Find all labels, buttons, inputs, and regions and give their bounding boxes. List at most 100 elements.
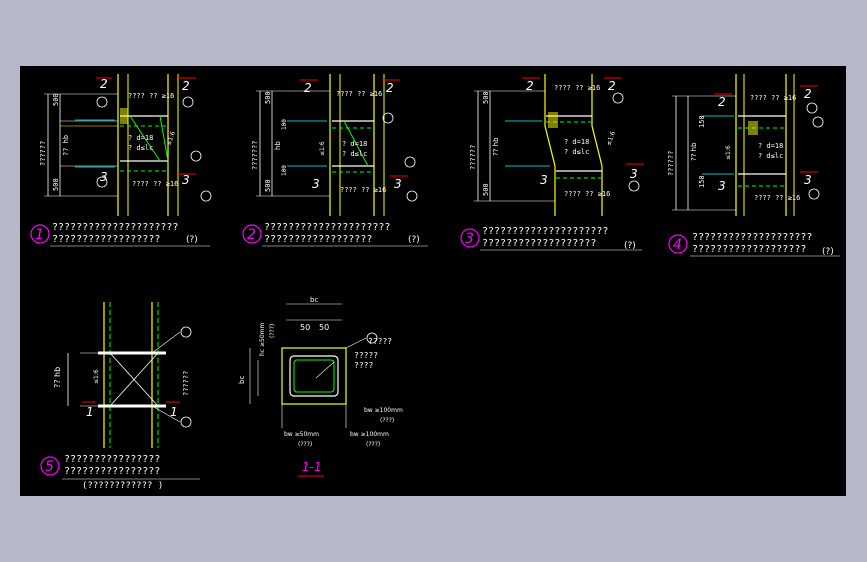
detail-1-bars-top: ???? ?? ≥16 xyxy=(128,92,174,100)
detail-1-bars-bottom: ???? ?? ≥16 xyxy=(132,180,178,188)
detail-3-number-circle xyxy=(460,228,480,248)
section-bw3-note: (???) xyxy=(366,441,380,448)
detail-4-hb-label: ?? hb xyxy=(690,142,698,161)
detail-1-side-label: ?????? xyxy=(39,141,47,166)
detail-3-title-line2: ??????????????????? xyxy=(482,238,596,249)
callout-circle xyxy=(96,176,108,188)
detail-5-hb-label: ?? hb xyxy=(53,367,62,388)
callout-circle xyxy=(812,116,824,128)
detail-2-note: (?) xyxy=(408,235,420,245)
detail-4-dim-bottom: 150 xyxy=(698,175,706,188)
detail-1-tie: ? d=18 xyxy=(128,134,153,142)
detail-2-number-circle xyxy=(242,224,262,244)
detail-4-title-line2: ??????????????????? xyxy=(692,244,806,255)
section-inner-box xyxy=(289,355,339,397)
detail-5-title-line3: (???????????? ) xyxy=(82,481,163,491)
section-hc-note: (???) xyxy=(269,324,276,338)
detail-5-section-left: 1 xyxy=(86,405,94,419)
section-dim-50b: 50 xyxy=(319,323,329,332)
detail-4-section-bottom: 3 xyxy=(718,179,726,193)
detail-4: 150 150 ?????? ?? hb 2 2 3 3 ???? ?? ≥16… xyxy=(667,74,840,257)
cad-drawing: 500 500 ?????? ?? hb 2 2 3 3 ???? ?? ≥16… xyxy=(30,74,840,491)
detail-1: 500 500 ?????? ?? hb 2 2 3 3 ???? ?? ≥16… xyxy=(30,74,212,247)
section-bw1: bw ≥100mm xyxy=(364,407,403,414)
callout-circle xyxy=(180,326,192,338)
detail-2-bars-bottom: ???? ?? ≥16 xyxy=(340,186,386,194)
section-1-1: bc 50 50 hc ≥50mm (???) bc ????? ????? ?… xyxy=(238,296,403,477)
detail-2-title-line2: ?????????????????? xyxy=(264,234,372,245)
detail-3-section-top-right: 2 xyxy=(608,79,616,93)
detail-3-section-top: 2 xyxy=(526,79,534,93)
detail-2-dim-mid2: 100 xyxy=(281,165,288,176)
detail-4-dim-top: 150 xyxy=(698,115,706,128)
section-inner-steel xyxy=(293,359,335,393)
detail-1-dim-top: 500 xyxy=(52,93,60,106)
detail-5-number: 5 xyxy=(45,459,54,475)
detail-3-title-line1: ????????????????????? xyxy=(482,226,608,237)
detail-5-number-circle xyxy=(40,456,60,476)
weld-mark xyxy=(120,108,128,124)
detail-2-section-bottom: 3 xyxy=(312,177,320,191)
detail-2-dim-bottom: 500 xyxy=(264,179,272,192)
section-dim-50a: 50 xyxy=(300,323,310,332)
weld-mark xyxy=(548,112,558,128)
detail-2-slope: ≤1:6 xyxy=(319,141,326,156)
callout-circle xyxy=(180,416,192,428)
detail-1-section-top-right: 2 xyxy=(182,79,190,93)
callout-circle xyxy=(808,188,820,200)
detail-1-title-line2: ?????????????????? xyxy=(52,234,160,245)
detail-4-number: 4 xyxy=(673,237,682,253)
callout-circle xyxy=(182,96,194,108)
detail-5-title-line2: ???????????????? xyxy=(64,466,160,477)
detail-5-section-right: 1 xyxy=(170,405,178,419)
callout-circle xyxy=(612,92,624,104)
detail-3-side-label: ?????? xyxy=(469,145,477,170)
detail-4-section-top: 2 xyxy=(718,95,726,109)
detail-5-slope: ≤1:6 xyxy=(93,369,100,384)
detail-2-section-bottom-right: 3 xyxy=(394,177,402,191)
detail-4-tie2: ? d≤lc xyxy=(758,152,783,160)
detail-4-title-line1: ???????????????????? xyxy=(692,232,812,243)
section-bw1-note: (???) xyxy=(380,417,394,424)
section-bc-top: bc xyxy=(310,296,318,304)
section-bw2: bw ≥50mm xyxy=(284,431,319,438)
section-title: 1-1 xyxy=(302,460,322,474)
detail-3-number: 3 xyxy=(465,231,474,247)
detail-1-slope: ≤1:6 xyxy=(165,130,177,146)
detail-4-section-bottom-right: 3 xyxy=(804,173,812,187)
detail-2-tie: ? d=18 xyxy=(342,140,367,148)
detail-2: 500 500 100 100 ??????? hb 2 2 3 3 ???? … xyxy=(242,74,428,247)
detail-4-number-circle xyxy=(668,234,688,254)
detail-4-tie: ? d=18 xyxy=(758,142,783,150)
detail-4-bars-top: ???? ?? ≥16 xyxy=(750,94,796,102)
detail-3-tie: ? d=18 xyxy=(564,138,589,146)
section-mid1: ????? xyxy=(354,351,378,360)
detail-2-bars-top: ???? ?? ≥16 xyxy=(336,90,382,98)
detail-3-bars-top: ???? ?? ≥16 xyxy=(554,84,600,92)
detail-1-number-circle xyxy=(30,224,50,244)
detail-1-number: 1 xyxy=(35,227,44,243)
detail-2-section-top: 2 xyxy=(304,81,312,95)
detail-2-tie2: ? d≤lc xyxy=(342,150,367,158)
detail-5: ?? hb ≤1:6 ?????? 1 1 5 ????????????????… xyxy=(40,302,200,491)
detail-2-number: 2 xyxy=(247,227,256,243)
callout-circle xyxy=(382,112,394,124)
detail-5-title-line1: ???????????????? xyxy=(64,454,160,465)
detail-4-slope: ≤1:6 xyxy=(725,145,732,160)
detail-5-right-label: ?????? xyxy=(182,371,190,396)
detail-3-slope: ≤1:6 xyxy=(605,130,617,146)
detail-1-dim-bottom: 500 xyxy=(52,178,60,191)
callout-circle xyxy=(200,190,212,202)
detail-4-section-top-right: 2 xyxy=(804,87,812,101)
detail-2-side-label: ??????? xyxy=(251,140,259,170)
callout-circle xyxy=(806,102,818,114)
section-bw2-note: (???) xyxy=(298,441,312,448)
detail-3-bars-bottom: ???? ?? ≥16 xyxy=(564,190,610,198)
detail-2-section-top-right: 2 xyxy=(386,81,394,95)
callout-circle xyxy=(628,180,640,192)
detail-1-section-bottom-right: 3 xyxy=(182,173,190,187)
detail-4-note: (?) xyxy=(822,247,834,257)
detail-3-note: (?) xyxy=(624,241,636,251)
detail-3-section-bottom: 3 xyxy=(540,173,548,187)
cad-drawing-canvas[interactable]: 500 500 ?????? ?? hb 2 2 3 3 ???? ?? ≥16… xyxy=(20,66,846,496)
